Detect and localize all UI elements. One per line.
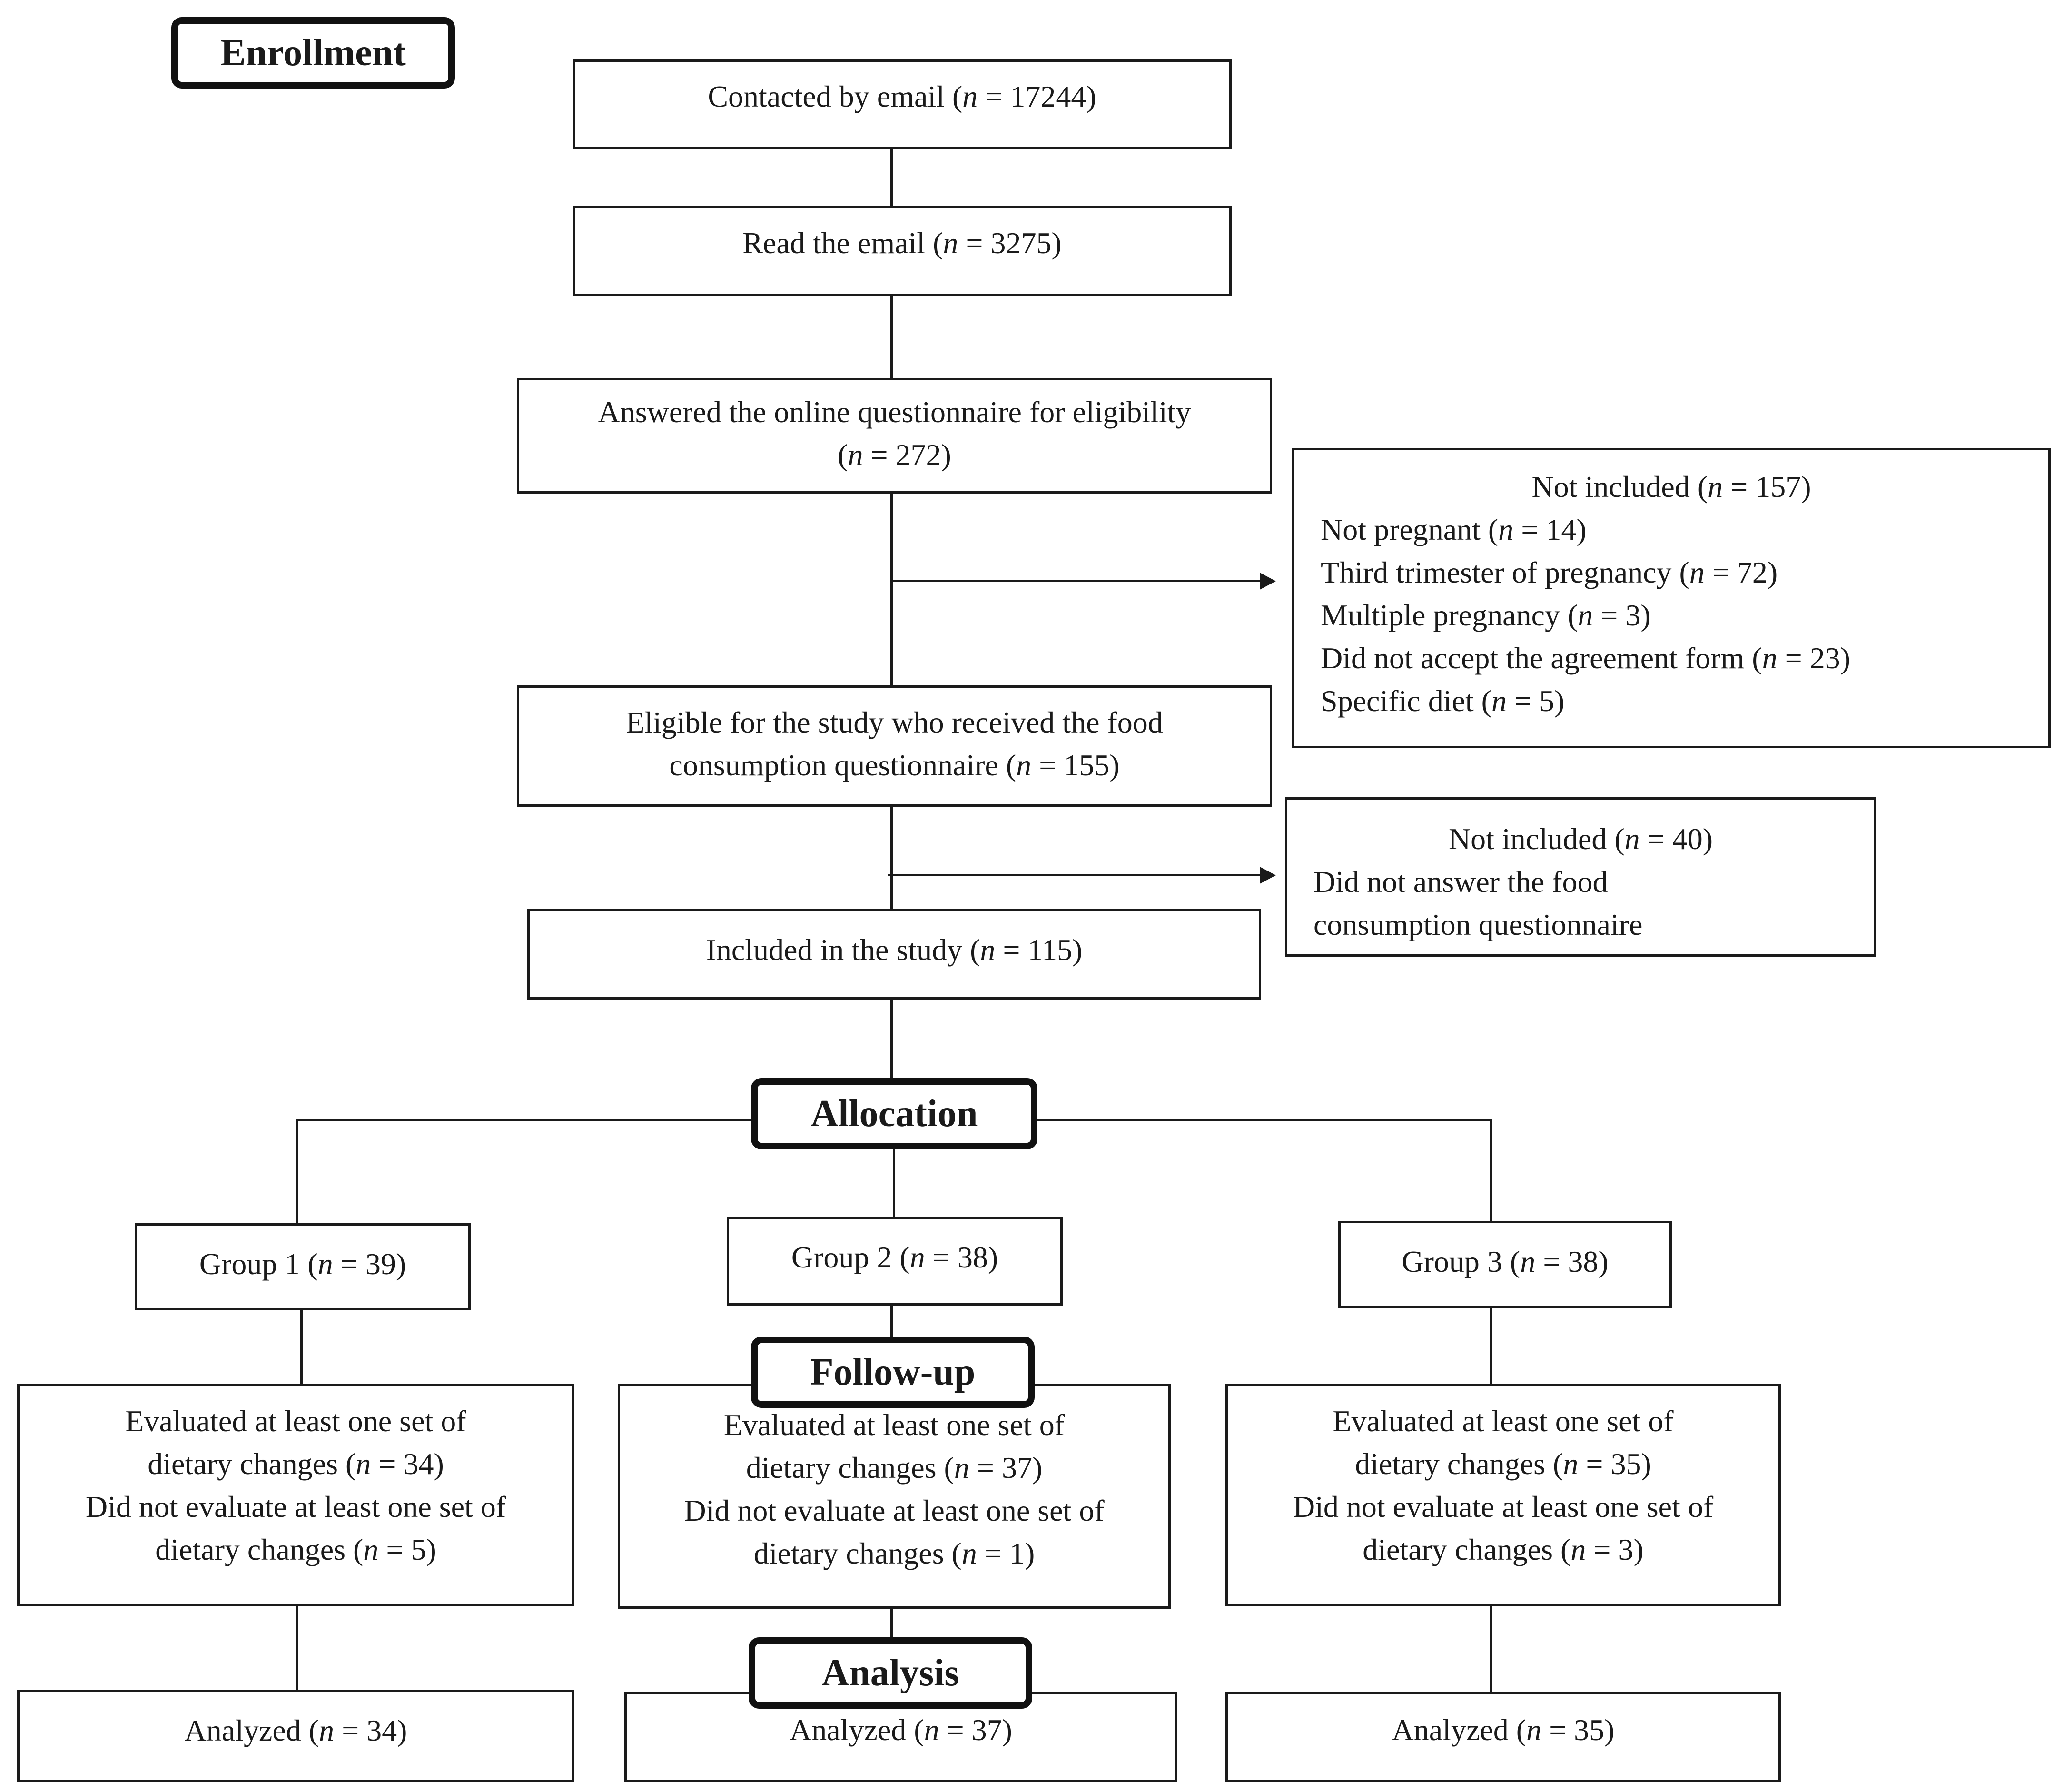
stage-allocation: Allocation: [751, 1078, 1037, 1149]
eligible-line1: Eligible for the study who received the …: [626, 705, 1163, 739]
connector-exclusion-2: [888, 874, 1261, 876]
analyzed-1-box: Analyzed (n = 34): [17, 1690, 574, 1782]
followup-1-line: Did not evaluate at least one set of: [85, 1490, 506, 1524]
included-box: Included in the study (n = 115): [527, 909, 1261, 1000]
exclusion-1-item: Did not accept the agreement form (n = 2…: [1321, 641, 1850, 675]
stage-follow-up: Follow-up: [751, 1337, 1035, 1408]
followup-1-box: Evaluated at least one set of dietary ch…: [17, 1384, 574, 1606]
connector-branch-group2: [893, 1119, 895, 1218]
followup-3-box: Evaluated at least one set of dietary ch…: [1225, 1384, 1781, 1606]
answered-line2: (n = 272): [838, 438, 951, 472]
exclusion-1-item: Third trimester of pregnancy (n = 72): [1321, 555, 1778, 589]
group-3-box: Group 3 (n = 38): [1338, 1221, 1672, 1308]
followup-1-line: Evaluated at least one set of: [125, 1404, 466, 1438]
connector-followup1-analyzed: [296, 1604, 298, 1690]
arrowhead-exclusion-1: [1260, 573, 1276, 590]
analyzed-1-text: Analyzed (n = 34): [184, 1713, 407, 1747]
read-box: Read the email (n = 3275): [573, 206, 1232, 296]
connector-group3-followup: [1490, 1306, 1492, 1384]
eligible-line2: consumption questionnaire (n = 155): [669, 748, 1120, 782]
followup-3-line: Did not evaluate at least one set of: [1293, 1490, 1714, 1524]
included-text: Included in the study (n = 115): [706, 933, 1083, 967]
contacted-box: Contacted by email (n = 17244): [573, 59, 1232, 149]
exclusion-1-title: Not included (n = 157): [1531, 470, 1811, 504]
followup-2-line: dietary changes (n = 1): [753, 1536, 1035, 1570]
followup-2-box: Evaluated at least one set of dietary ch…: [618, 1384, 1171, 1609]
exclusion-box-1: Not included (n = 157) Not pregnant (n =…: [1292, 448, 2051, 748]
group-2-label: Group 2 (n = 38): [791, 1240, 998, 1274]
read-text: Read the email (n = 3275): [742, 226, 1062, 260]
group-1-label: Group 1 (n = 39): [199, 1247, 406, 1281]
exclusion-2-line2: consumption questionnaire: [1313, 908, 1643, 941]
contacted-text: Contacted by email (n = 17244): [708, 79, 1096, 113]
followup-3-line: dietary changes (n = 35): [1355, 1447, 1651, 1481]
stage-enrollment: Enrollment: [171, 17, 455, 89]
analyzed-3-text: Analyzed (n = 35): [1392, 1713, 1615, 1747]
answered-box: Answered the online questionnaire for el…: [517, 378, 1272, 494]
analyzed-2-text: Analyzed (n = 37): [790, 1713, 1012, 1747]
followup-3-line: Evaluated at least one set of: [1333, 1404, 1674, 1438]
connector-branch-group3: [1490, 1119, 1492, 1221]
connector-contacted-read: [890, 147, 893, 206]
connector-included-allocation: [890, 997, 893, 1078]
answered-line1: Answered the online questionnaire for el…: [598, 395, 1191, 429]
arrowhead-exclusion-2: [1260, 867, 1276, 884]
connector-branch-group1: [296, 1119, 298, 1226]
exclusion-1-item: Multiple pregnancy (n = 3): [1321, 598, 1651, 632]
exclusion-1-item: Not pregnant (n = 14): [1321, 513, 1587, 546]
connector-exclusion-1: [890, 580, 1261, 582]
followup-2-line: Did not evaluate at least one set of: [684, 1494, 1105, 1527]
eligible-box: Eligible for the study who received the …: [517, 685, 1272, 807]
followup-1-line: dietary changes (n = 34): [148, 1447, 444, 1481]
exclusion-2-line1: Did not answer the food: [1313, 865, 1608, 899]
group-3-label: Group 3 (n = 38): [1402, 1245, 1609, 1278]
followup-3-line: dietary changes (n = 3): [1363, 1533, 1644, 1566]
connector-followup3-analyzed: [1490, 1604, 1492, 1692]
connector-answered-eligible: [890, 491, 893, 685]
exclusion-2-title: Not included (n = 40): [1448, 822, 1713, 856]
group-2-box: Group 2 (n = 38): [727, 1217, 1063, 1306]
connector-group1-followup: [300, 1308, 303, 1384]
group-1-box: Group 1 (n = 39): [135, 1223, 471, 1310]
connector-read-answered: [890, 294, 893, 378]
followup-2-line: dietary changes (n = 37): [746, 1451, 1043, 1485]
exclusion-1-item: Specific diet (n = 5): [1321, 684, 1565, 718]
followup-2-line: Evaluated at least one set of: [723, 1408, 1065, 1442]
exclusion-box-2: Not included (n = 40) Did not answer the…: [1285, 797, 1876, 957]
followup-1-line: dietary changes (n = 5): [155, 1533, 436, 1566]
connector-eligible-included: [890, 804, 893, 909]
stage-analysis: Analysis: [749, 1637, 1032, 1709]
analyzed-3-box: Analyzed (n = 35): [1225, 1692, 1781, 1782]
